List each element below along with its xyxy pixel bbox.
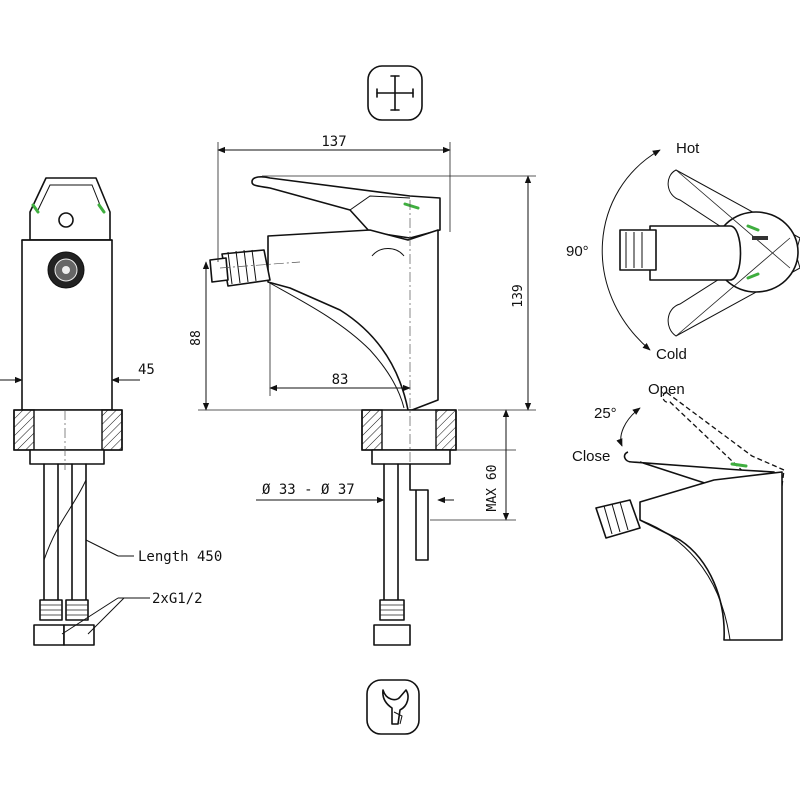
- dim-max-60: MAX 60: [430, 409, 516, 521]
- dim-137-label: 137: [321, 134, 346, 150]
- dim-139: 139: [262, 175, 536, 411]
- dim-45-label: 45: [138, 362, 155, 378]
- dim-88-label: 88: [189, 330, 204, 346]
- cold-label: Cold: [656, 346, 687, 363]
- dim-45: 45: [0, 362, 155, 390]
- dim-max-60-label: MAX 60: [485, 465, 500, 512]
- rotation-view: Hot 90° Cold: [566, 140, 800, 363]
- dim-88: 88: [189, 261, 362, 411]
- dim-137: 137: [217, 134, 451, 262]
- connection-callout: 2xG1/2: [61, 591, 203, 635]
- cross-handle-icon: [367, 65, 423, 121]
- lever-angle-label: 25°: [594, 405, 617, 422]
- close-label: Close: [572, 448, 610, 465]
- hose-length-label: Length 450: [138, 549, 222, 565]
- dim-83-label: 83: [332, 372, 349, 388]
- dim-hole-diameter: Ø 33 - Ø 37: [256, 482, 454, 504]
- hot-label: Hot: [676, 140, 700, 157]
- rotation-angle-label: 90°: [566, 243, 589, 260]
- side-view: [209, 176, 457, 646]
- dim-139-label: 139: [511, 284, 526, 307]
- lever-angle-view: Open 25° Close: [572, 381, 785, 641]
- open-label: Open: [648, 381, 685, 398]
- hose-length-callout: Length 450: [85, 539, 222, 565]
- dim-83: 83: [269, 282, 411, 396]
- front-view: [13, 177, 123, 646]
- wrench-hand-icon: [366, 679, 420, 735]
- connection-label: 2xG1/2: [152, 591, 203, 607]
- dim-hole-label: Ø 33 - Ø 37: [262, 482, 355, 498]
